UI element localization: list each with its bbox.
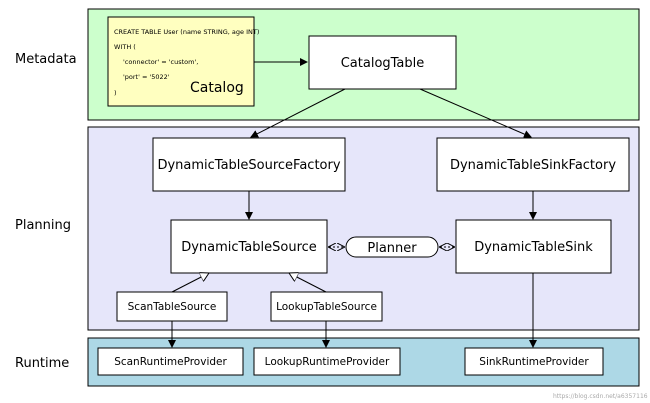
catalog-code-line-3: 'connector' = 'custom', — [123, 58, 198, 66]
planner-node — [345, 236, 439, 258]
catalog-code-line-4: 'port' = '5022' — [123, 73, 170, 81]
scan-table-source-label: ScanTableSource — [128, 301, 217, 313]
scan-runtime-provider-node — [97, 347, 244, 376]
table-sink-node — [455, 219, 612, 274]
catalog-box — [107, 16, 255, 107]
sink-runtime-provider-label: SinkRuntimeProvider — [479, 356, 589, 368]
edge-catalogtable-to-source-factory — [250, 88, 346, 138]
sink-factory-label: DynamicTableSinkFactory — [450, 158, 616, 173]
catalog-code-line-1: CREATE TABLE User (name STRING, age INT) — [114, 28, 259, 36]
edge-catalogtable-to-sink-factory — [419, 88, 532, 138]
catalog-code-line-5: ) — [114, 89, 117, 97]
catalog-table-label: CatalogTable — [341, 56, 425, 71]
metadata-label: Metadata — [15, 52, 77, 67]
table-source-node — [170, 219, 328, 274]
planner-label: Planner — [367, 241, 417, 256]
catalog-table-node — [308, 35, 457, 90]
lookup-table-source-label: LookupTableSource — [276, 301, 377, 313]
lookup-runtime-provider-node — [253, 347, 401, 376]
watermark: https://blog.csdn.net/a6357116 — [553, 393, 648, 400]
edge-scan-implements-source — [171, 273, 209, 293]
table-sink-label: DynamicTableSink — [474, 240, 593, 255]
catalog-label: Catalog — [190, 80, 244, 96]
sink-runtime-provider-node — [464, 347, 604, 376]
lookup-runtime-provider-label: LookupRuntimeProvider — [265, 356, 390, 368]
source-factory-label: DynamicTableSourceFactory — [157, 158, 340, 173]
table-source-label: DynamicTableSource — [181, 240, 317, 255]
scan-runtime-provider-label: ScanRuntimeProvider — [114, 356, 227, 368]
edge-lookup-implements-source — [289, 273, 327, 293]
planning-label: Planning — [15, 218, 71, 233]
source-factory-node — [152, 137, 346, 192]
catalog-code-line-2: WITH ( — [114, 43, 136, 51]
runtime-label: Runtime — [15, 356, 69, 371]
